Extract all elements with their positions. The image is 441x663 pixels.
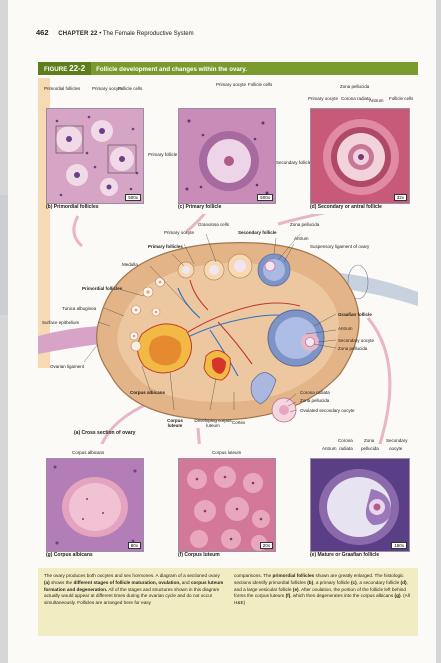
magnification-d: 32x	[394, 194, 407, 201]
label-primary-follicle-c: Primary follicle	[148, 152, 177, 157]
label-zona-pellucida-a: Zona pellucida	[290, 222, 319, 227]
label-tunica-albuginea: Tunica albuginea	[62, 306, 96, 311]
label-pellucida-e: pellucida	[361, 446, 379, 451]
label-zona-pellucida-graafian: Zona pellucida	[338, 346, 367, 351]
magnification-f: 20x	[260, 542, 273, 549]
label-granulosa-cells: Granulosa cells	[198, 222, 229, 227]
label-cortex: Cortex	[232, 420, 245, 425]
label-primordial-follicles-b: Primordial follicles	[44, 86, 80, 91]
label-corpus-luteum-f: Corpus luteum	[212, 450, 241, 455]
label-corona-radiata-d: Corona radiata	[341, 96, 371, 101]
ovary-cross-section-diagram: Granulosa cells Zona pellucida Primary o…	[38, 214, 418, 444]
label-corpus-albicans-a: Corpus albicans	[130, 390, 165, 395]
label-radiata-e: radiata	[339, 446, 353, 451]
magnification-c: 500x	[257, 194, 273, 201]
label-graafian-follicle: Graafian follicle	[338, 312, 372, 317]
label-corona-radiata-a: Corona radiata	[300, 390, 330, 395]
label-follicle-cells-c: Follicle cells	[248, 82, 272, 87]
label-secondary-oocyte-a: Secondary oocyte	[338, 338, 374, 343]
label-antrum-d: Antrum	[369, 98, 384, 103]
header-separator: •	[99, 31, 101, 37]
chapter-label: CHAPTER 22	[58, 31, 97, 37]
caption-b: (b) Primordial follicles	[46, 204, 99, 210]
label-antrum-graafian: Antrum	[338, 326, 353, 331]
caption-c: (c) Primary follicle	[178, 204, 221, 210]
caption-text-right: comparisons. The primordial follicles sh…	[234, 573, 414, 607]
magnification-e: 150x	[391, 542, 407, 549]
label-primary-oocyte-d: Primary oocyte	[308, 96, 338, 101]
label-surface-epithelium: Surface epithelium	[42, 320, 79, 325]
caption-g: (g) Corpus albicans	[46, 552, 93, 558]
label-primordial-follicles-a: Primordial follicles	[82, 286, 122, 291]
running-header: 462 CHAPTER 22 • The Female Reproductive…	[36, 28, 194, 37]
label-oocyte-e: oocyte	[389, 446, 402, 451]
label-secondary-follicle-d: Secondary follicle	[276, 160, 311, 165]
label-corpus-albicans-g: Corpus albicans	[72, 450, 104, 455]
label-ovarian-ligament: Ovarian ligament	[50, 364, 84, 369]
label-follicle-cells-d: Follicle cells	[389, 96, 413, 101]
label-corona-e: Corona	[338, 438, 353, 443]
micrograph-secondary-follicle: 32x	[310, 108, 410, 204]
label-primary-oocyte-c: Primary oocyte	[216, 82, 246, 87]
label-suspensory-ligament: Suspensory ligament of ovary	[310, 244, 369, 249]
figure-title: Follicle development and changes within …	[96, 66, 247, 73]
chapter-title: The Female Reproductive System	[103, 31, 194, 37]
label-follicle-cells-b: Follicle cells	[118, 86, 142, 91]
label-corpus-luteum-a: Corpus luteum	[164, 418, 186, 428]
label-ovulated-oocyte: Ovulated secondary oocyte	[300, 408, 355, 413]
caption-a: (a) Cross section of ovary	[74, 430, 135, 436]
micrograph-graafian-follicle: 150x	[310, 458, 410, 552]
figure-caption-box: The ovary produces both oocytes and sex …	[38, 568, 418, 636]
textbook-page: 462 CHAPTER 22 • The Female Reproductive…	[8, 0, 436, 663]
figure-title-bar: FIGURE 22-2 Follicle development and chan…	[38, 62, 418, 75]
caption-d: (d) Secondary or antral follicle	[310, 204, 382, 210]
label-primary-follicles-a: Primary follicles	[148, 244, 183, 249]
label-primary-oocyte-a: Primary oocyte	[164, 230, 194, 235]
caption-f: (f) Corpus luteum	[178, 552, 220, 558]
label-zona-e: Zona	[364, 438, 374, 443]
micrograph-corpus-albicans: 80x	[46, 458, 144, 552]
figure-label: FIGURE 22-2	[38, 62, 91, 75]
label-antrum-e: Antrum	[322, 446, 337, 451]
label-antrum-a: Antrum	[294, 236, 309, 241]
magnification-b: 500x	[125, 194, 141, 201]
caption-e: (e) Mature or Graafian follicle	[310, 552, 379, 558]
label-zona-pellucida-d: Zona pellucida	[340, 84, 369, 89]
label-zona-pellucida-ovulated: Zona pellucida	[300, 398, 329, 403]
page-number: 462	[36, 28, 49, 37]
caption-text-left: The ovary produces both oocytes and sex …	[44, 573, 226, 607]
micrograph-primordial-follicles: 500x	[46, 108, 144, 204]
label-secondary-e: Secondary	[386, 438, 408, 443]
micrograph-corpus-luteum: 20x	[178, 458, 276, 552]
magnification-g: 80x	[128, 542, 141, 549]
label-secondary-follicle-a: Secondary follicle	[238, 230, 277, 235]
label-developing-corpus-luteum: Developing corpus luteum	[194, 418, 232, 428]
label-medulla: Medulla	[122, 262, 138, 267]
micrograph-primary-follicle: 500x	[178, 108, 276, 204]
